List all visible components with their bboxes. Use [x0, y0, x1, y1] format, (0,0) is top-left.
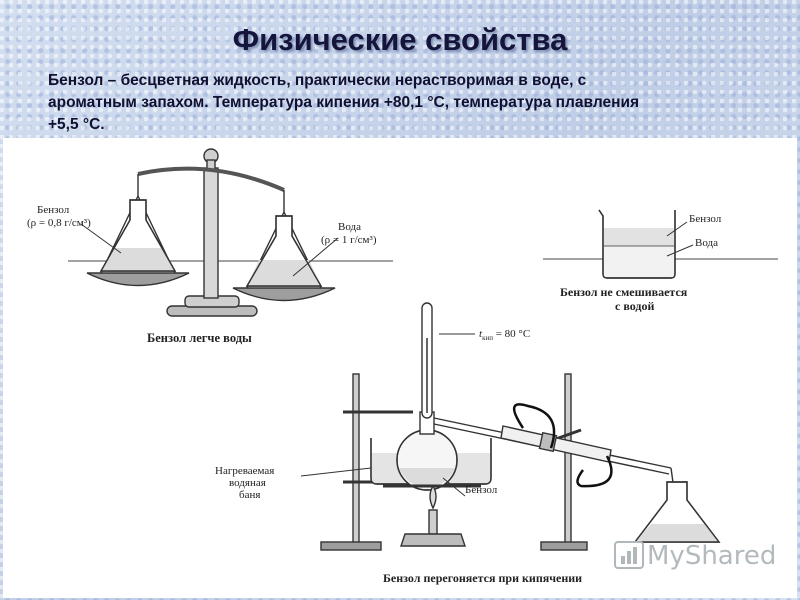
beaker-top-label: Бензол [689, 213, 722, 225]
thermometer-value: = 80 °С [493, 328, 530, 340]
beaker-bottom-label: Вода [695, 237, 718, 249]
balance-scale [68, 148, 393, 317]
thermometer-label: tкип = 80 °С [479, 328, 530, 342]
balance-right-label-1: Вода [338, 221, 361, 233]
beaker [543, 209, 778, 279]
description-line-1: Бензол – бесцветная жидкость, практическ… [48, 72, 587, 89]
illustration-panel: Бензол (ρ = 0,8 г/см³) Вода (ρ = 1 г/см³… [3, 138, 797, 598]
distillation-apparatus [300, 302, 721, 551]
balance-right-label-2: (ρ = 1 г/см³) [321, 234, 377, 246]
slide-title: Физические свойства [232, 22, 568, 57]
description-line-3: +5,5 °С. [48, 116, 105, 133]
beaker-caption-2: с водой [615, 299, 654, 313]
watermark-logo [614, 541, 644, 569]
illustration-svg: Бензол (ρ = 0,8 г/см³) Вода (ρ = 1 г/см³… [27, 148, 778, 585]
slide-description: Бензол – бесцветная жидкость, практическ… [48, 70, 768, 136]
thermometer-subscript: кип [482, 334, 493, 342]
balance-left-label-1: Бензол [37, 204, 70, 216]
beaker-caption-1: Бензол не смешивается [560, 285, 688, 299]
distillation-caption: Бензол перегоняется при кипячении [383, 571, 582, 585]
balance-left-label-2: (ρ = 0,8 г/см³) [27, 217, 91, 229]
watermark-text: MyShared [647, 541, 776, 571]
balance-caption: Бензол легче воды [147, 331, 252, 345]
flask-label: Бензол [465, 484, 498, 496]
description-line-2: ароматным запахом. Температура кипения +… [48, 94, 640, 111]
bath-label-2: водяная [229, 477, 266, 489]
bath-label-3: баня [239, 489, 260, 501]
thermometer-t: t [479, 328, 483, 340]
bath-label-1: Нагреваемая [215, 465, 274, 477]
